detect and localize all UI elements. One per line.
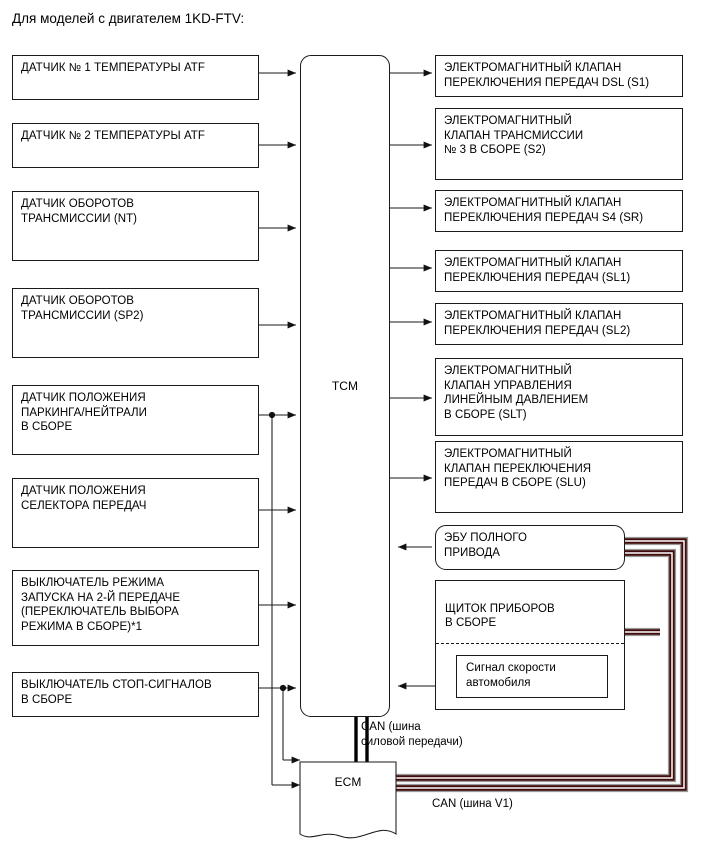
input-box-speed-sp2[interactable]: ДАТЧИК ОБОРОТОВ ТРАНСМИССИИ (SP2) — [12, 288, 259, 358]
input-box-speed-nt[interactable]: ДАТЧИК ОБОРОТОВ ТРАНСМИССИИ (NT) — [12, 191, 259, 261]
combination-meter-divider — [436, 643, 624, 644]
output-box-solenoid-dsl-s1[interactable]: ЭЛЕКТРОМАГНИТНЫЙ КЛАПАН ПЕРЕКЛЮЧЕНИЯ ПЕР… — [435, 55, 683, 97]
output-box-solenoid-s2[interactable]: ЭЛЕКТРОМАГНИТНЫЙ КЛАПАН ТРАНСМИССИИ № 3 … — [435, 108, 683, 180]
input-box-atf-temp-1[interactable]: ДАТЧИК № 1 ТЕМПЕРАТУРЫ ATF — [12, 55, 259, 100]
module-awd-ecu[interactable]: ЭБУ ПОЛНОГО ПРИВОДА — [435, 525, 625, 570]
can-powertrain-bus — [354, 716, 369, 766]
can-powertrain-label: CAN (шина силовой передачи) — [361, 721, 463, 748]
junction-dots — [268, 411, 287, 692]
page-title: Для моделей с двигателем 1KD-FTV: — [12, 11, 245, 26]
output-box-solenoid-sl2[interactable]: ЭЛЕКТРОМАГНИТНЫЙ КЛАПАН ПЕРЕКЛЮЧЕНИЯ ПЕР… — [435, 303, 683, 345]
input-box-gear-selector[interactable]: ДАТЧИК ПОЛОЖЕНИЯ СЕЛЕКТОРА ПЕРЕДАЧ — [12, 478, 259, 548]
module-vehicle-speed-signal[interactable]: Сигнал скорости автомобиля — [456, 655, 608, 698]
ecm-shape — [299, 761, 397, 839]
output-box-solenoid-sl1[interactable]: ЭЛЕКТРОМАГНИТНЫЙ КЛАПАН ПЕРЕКЛЮЧЕНИЯ ПЕР… — [435, 250, 683, 292]
input-box-stop-lamp-switch[interactable]: ВЫКЛЮЧАТЕЛЬ СТОП-СИГНАЛОВ В СБОРЕ — [12, 672, 259, 717]
can-v1-bus — [396, 536, 689, 793]
output-box-solenoid-slt[interactable]: ЭЛЕКТРОМАГНИТНЫЙ КЛАПАН УПРАВЛЕНИЯ ЛИНЕЙ… — [435, 358, 683, 436]
controller-ecm[interactable]: ECM — [334, 774, 362, 789]
combination-meter-label: ЩИТОК ПРИБОРОВ В СБОРЕ — [445, 602, 555, 630]
input-box-atf-temp-2[interactable]: ДАТЧИК № 2 ТЕМПЕРАТУРЫ ATF — [12, 123, 259, 168]
controller-tcm[interactable]: TCM — [300, 55, 390, 717]
input-box-second-start-switch[interactable]: ВЫКЛЮЧАТЕЛЬ РЕЖИМА ЗАПУСКА НА 2-Й ПЕРЕДА… — [12, 570, 259, 646]
input-box-park-neutral[interactable]: ДАТЧИК ПОЛОЖЕНИЯ ПАРКИНГА/НЕЙТРАЛИ В СБО… — [12, 385, 259, 455]
output-box-solenoid-slu[interactable]: ЭЛЕКТРОМАГНИТНЫЙ КЛАПАН ПЕРЕКЛЮЧЕНИЯ ПЕР… — [435, 441, 683, 513]
module-combination-meter[interactable]: ЩИТОК ПРИБОРОВ В СБОРЕ Сигнал скорости а… — [435, 580, 625, 710]
output-box-solenoid-s4-sr[interactable]: ЭЛЕКТРОМАГНИТНЫЙ КЛАПАН ПЕРЕКЛЮЧЕНИЯ ПЕР… — [435, 190, 683, 232]
can-v1-label: CAN (шина V1) — [432, 798, 513, 810]
